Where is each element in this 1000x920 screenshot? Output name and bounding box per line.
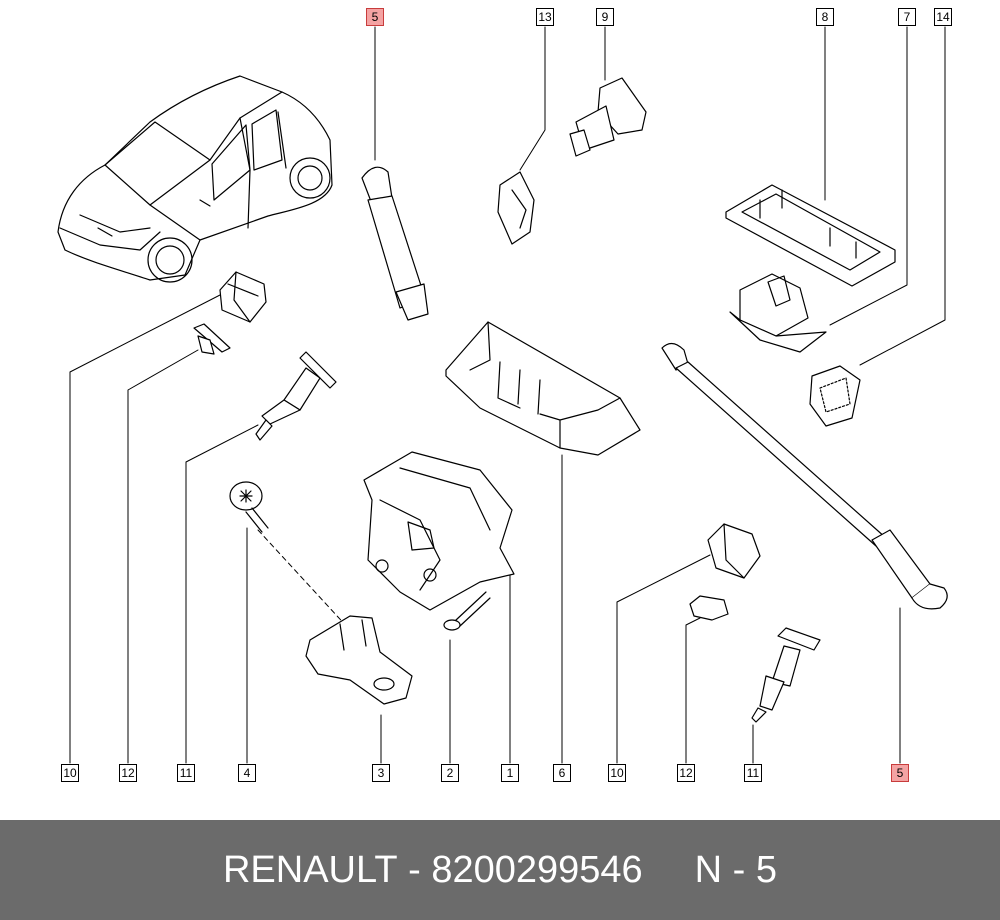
callout-3[interactable]: 3 [372,764,390,782]
callout-8[interactable]: 8 [816,8,834,26]
callout-1[interactable]: 1 [501,764,519,782]
part-number: 8200299546 [431,848,643,891]
part-11-pin-right [751,627,821,723]
position-label: N - 5 [694,848,778,891]
callout-2[interactable]: 2 [441,764,459,782]
callout-12-right[interactable]: 12 [677,764,695,782]
callout-11-left[interactable]: 11 [177,764,195,782]
callout-11-right[interactable]: 11 [744,764,762,782]
callout-5-top[interactable]: 5 [366,8,384,26]
diagram-drawing [57,26,948,764]
parts-diagram: 5 13 9 8 7 14 10 12 11 4 3 2 1 6 10 12 1… [57,8,952,782]
part-12-pad-left [193,323,231,355]
part-13-cap [497,171,535,245]
callout-13[interactable]: 13 [536,8,554,26]
separator: - [408,848,421,891]
gas-strut-right [661,342,948,610]
callout-10-right[interactable]: 10 [608,764,626,782]
car-illustration [57,75,333,283]
part-1-lock [363,451,515,611]
callout-9[interactable]: 9 [596,8,614,26]
part-6-bracket [445,321,641,456]
part-9-connector [569,77,647,157]
part-11-pin-left [255,351,337,441]
callout-12-left[interactable]: 12 [119,764,137,782]
part-8-frame [725,184,896,287]
part-7-switch [729,273,827,353]
part-3-plate [305,615,413,705]
callout-7[interactable]: 7 [898,8,916,26]
part-12-pad-right [689,595,729,621]
callout-5-bottom[interactable]: 5 [891,764,909,782]
callout-14[interactable]: 14 [934,8,952,26]
part-10-clip-right [707,523,761,579]
callout-4[interactable]: 4 [238,764,256,782]
callout-10-left[interactable]: 10 [61,764,79,782]
part-14-cover [809,365,861,427]
part-number-banner: RENAULT - 8200299546 N - 5 [0,820,1000,920]
part-10-clip-left [219,271,267,323]
callout-6[interactable]: 6 [553,764,571,782]
brand-name: RENAULT [222,848,398,891]
gas-strut-top [361,166,429,321]
part-2-screw [443,591,491,631]
part-4-screw [229,481,269,533]
